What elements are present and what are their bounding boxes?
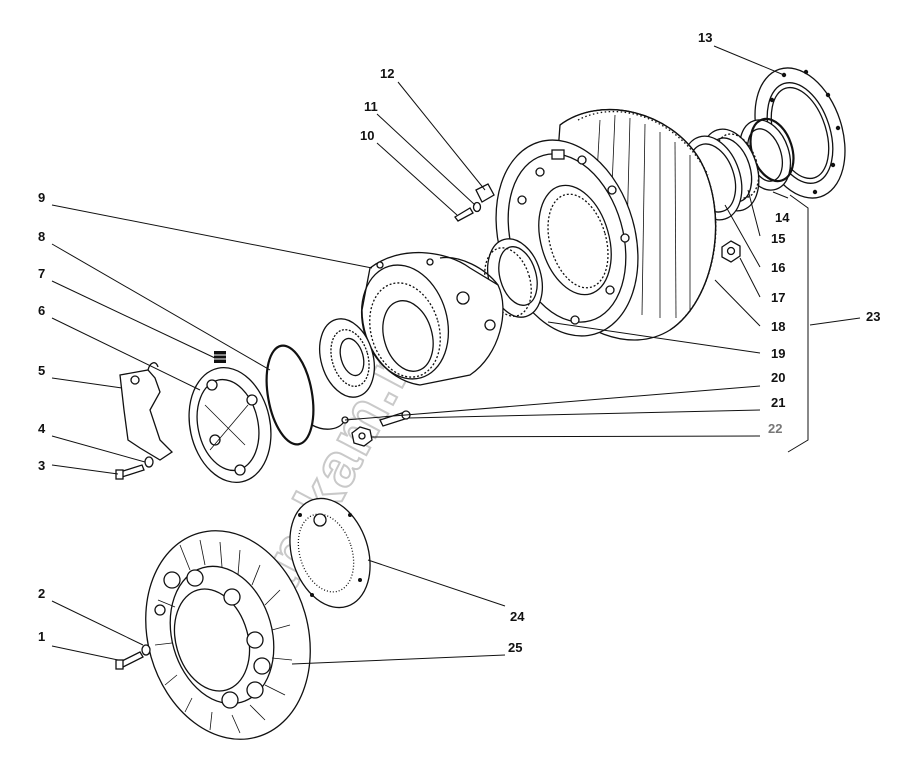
part-24-hub-cap [289,497,371,609]
callout-19: 19 [771,346,785,361]
callout-11: 11 [364,99,378,114]
part-3-bolt [115,464,145,480]
leader-lines [51,45,861,665]
callout-labels: 1 2 3 4 5 6 7 8 9 10 11 12 13 14 15 16 1… [38,30,880,655]
part-2-washer [141,644,151,656]
part-6-cover [188,367,272,483]
callout-18: 18 [771,319,785,334]
callout-6: 6 [38,303,45,318]
callout-14: 14 [775,210,790,225]
part-7-spring [214,351,226,363]
callout-7: 7 [38,266,45,281]
callout-2: 2 [38,586,45,601]
callout-1: 1 [38,629,45,644]
callout-9: 9 [38,190,45,205]
callout-20: 20 [771,370,785,385]
callout-22: 22 [768,421,782,436]
part-10-bolt [454,207,474,222]
callout-25: 25 [508,640,522,655]
part-22-nut [351,426,373,447]
part-5-bracket [119,362,174,461]
callout-4: 4 [38,421,46,436]
part-19-roller-bearing [319,318,375,398]
callout-10: 10 [360,128,374,143]
callout-15: 15 [771,231,785,246]
part-4-washer [144,456,154,468]
callout-12: 12 [380,66,394,81]
callout-8: 8 [38,229,45,244]
part-17-nut [721,240,741,263]
callout-23: 23 [866,309,880,324]
callout-21: 21 [771,395,785,410]
part-12-lock-plate [475,183,495,203]
part-1-bolt [115,651,144,670]
callout-5: 5 [38,363,45,378]
part-11-washer [472,201,482,213]
part-25-brake-disc [145,530,311,740]
callout-17: 17 [771,290,785,305]
callout-3: 3 [38,458,45,473]
callout-13: 13 [698,30,712,45]
callout-16: 16 [771,260,785,275]
callout-24: 24 [510,609,525,624]
